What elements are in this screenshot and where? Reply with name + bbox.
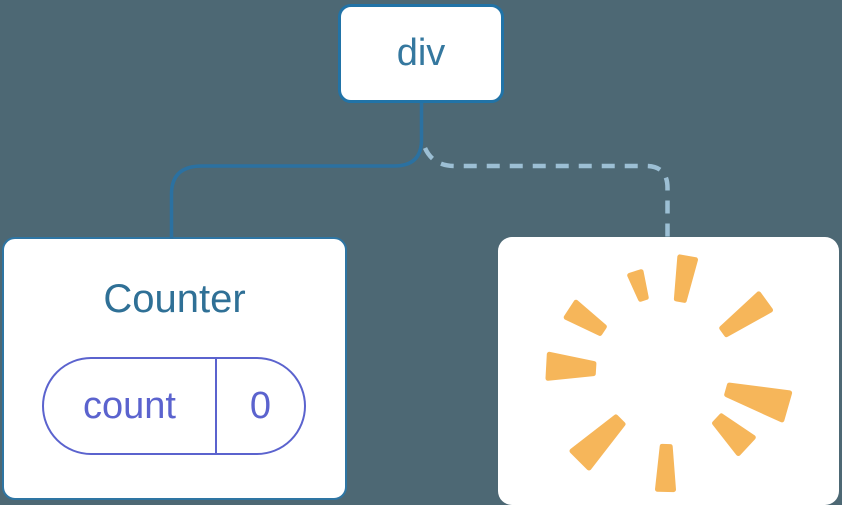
poof-ray <box>724 382 793 423</box>
poof-ray <box>569 414 626 471</box>
poof-ray <box>563 299 607 336</box>
state-value-label: 0 <box>249 384 272 427</box>
poof-ray <box>655 443 676 493</box>
poof-ray <box>712 413 756 456</box>
poof-ray <box>673 254 698 303</box>
counter-node-title: Counter <box>103 277 246 321</box>
edge-div-to-counter <box>169 103 424 239</box>
poof-ray <box>545 351 597 381</box>
poof-ray <box>627 269 649 302</box>
poof-starburst-icon <box>545 254 793 493</box>
tree-node-counter: Counter count 0 <box>2 237 347 500</box>
poof-ray <box>719 291 773 338</box>
edge-div-to-removed <box>422 146 670 241</box>
count-state-pill: count 0 <box>42 357 306 455</box>
tree-node-div: div <box>338 4 504 103</box>
div-node-label: div <box>396 32 446 74</box>
tree-node-removed <box>498 237 839 505</box>
state-key-label: count <box>44 359 217 453</box>
